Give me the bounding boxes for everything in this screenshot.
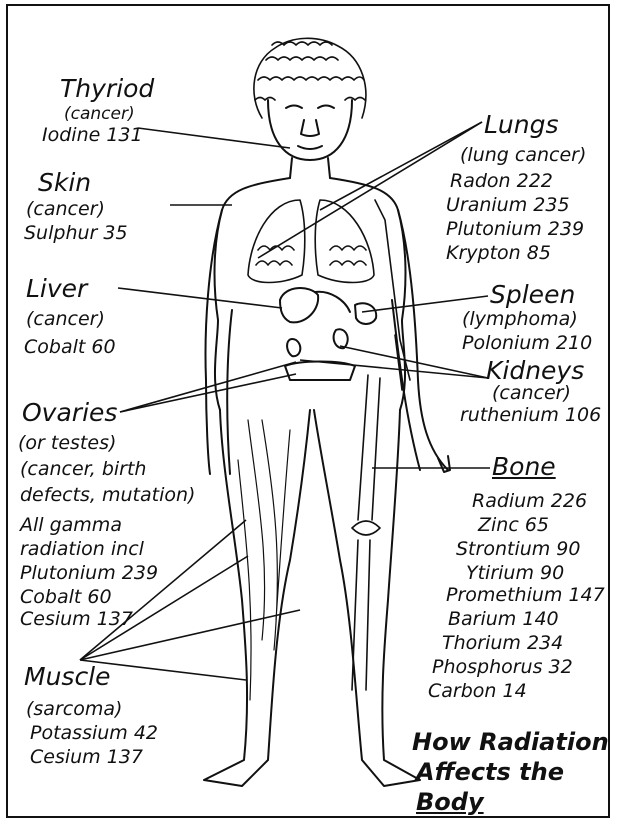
leader-lines — [80, 122, 490, 680]
thyroid-isotope-0: Iodine 131 — [42, 126, 143, 145]
ovaries-isotope-2: Plutonium 239 — [20, 564, 158, 583]
spleen-drawing — [355, 303, 376, 324]
lungs-isotope-0: Radon 222 — [450, 172, 553, 191]
lungs-condition: (lung cancer) — [460, 146, 586, 165]
kidney-drawing — [287, 329, 348, 356]
ovaries-label: Ovaries — [22, 400, 117, 425]
muscle-condition: (sarcoma) — [26, 700, 122, 719]
ovaries-isotope-1: radiation incl — [20, 540, 144, 559]
lungs-isotope-2: Plutonium 239 — [446, 220, 584, 239]
bone-isotope-1: Zinc 65 — [478, 516, 549, 535]
thyroid-condition: (cancer) — [64, 106, 135, 123]
face-outline — [268, 100, 352, 160]
muscle-label: Muscle — [24, 664, 111, 689]
spleen-label: Spleen — [490, 282, 575, 307]
skin-isotope-0: Sulphur 35 — [24, 224, 128, 243]
kidneys-condition: (cancer) — [492, 384, 571, 403]
diagram-title-line-1: How Radiation — [412, 730, 609, 754]
left-leg-outline — [204, 410, 310, 786]
bone-isotope-5: Barium 140 — [448, 610, 559, 629]
bone-isotope-3: Ytirium 90 — [466, 564, 564, 583]
right-leg-outline — [314, 410, 420, 786]
kidneys-label: Kidneys — [486, 358, 584, 383]
hair — [254, 38, 366, 118]
lungs-isotope-3: Krypton 85 — [446, 244, 551, 263]
liver-label: Liver — [26, 276, 87, 301]
ovaries-condition-1: (cancer, birth — [20, 460, 146, 479]
bone-isotope-8: Carbon 14 — [428, 682, 527, 701]
kidneys-isotope-0: ruthenium 106 — [460, 406, 601, 425]
bone-isotope-2: Strontium 90 — [456, 540, 580, 559]
diagram-title-line-2: Affects the — [416, 760, 564, 784]
lungs-drawing — [248, 200, 374, 283]
skin-condition: (cancer) — [26, 200, 105, 219]
lungs-label: Lungs — [484, 112, 559, 137]
diagram-title-line-3: Body — [416, 790, 484, 814]
ovaries-isotope-0: All gamma — [20, 516, 122, 535]
thyroid-label: Thyriod — [60, 76, 154, 101]
ovaries-isotope-3: Cobalt 60 — [20, 588, 112, 607]
spleen-condition: (lymphoma) — [462, 310, 578, 329]
bone-isotope-6: Thorium 234 — [442, 634, 563, 653]
ovaries-condition-2: defects, mutation) — [20, 486, 195, 505]
ovaries-condition-0: (or testes) — [18, 434, 116, 453]
muscle-isotope-0: Potassium 42 — [30, 724, 158, 743]
liver-drawing — [280, 288, 318, 322]
bone-label: Bone — [492, 454, 556, 479]
bone-isotope-7: Phosphorus 32 — [432, 658, 573, 677]
torso-outline — [215, 178, 406, 410]
liver-condition: (cancer) — [26, 310, 105, 329]
liver-isotope-0: Cobalt 60 — [24, 338, 116, 357]
ovaries-isotope-4: Cesium 137 — [20, 610, 133, 629]
skin-label: Skin — [38, 170, 91, 195]
muscle-isotope-1: Cesium 137 — [30, 748, 143, 767]
bone-isotope-4: Promethium 147 — [446, 586, 605, 605]
spleen-isotope-0: Polonium 210 — [462, 334, 592, 353]
lungs-isotope-1: Uranium 235 — [446, 196, 570, 215]
bone-isotope-0: Radium 226 — [472, 492, 587, 511]
